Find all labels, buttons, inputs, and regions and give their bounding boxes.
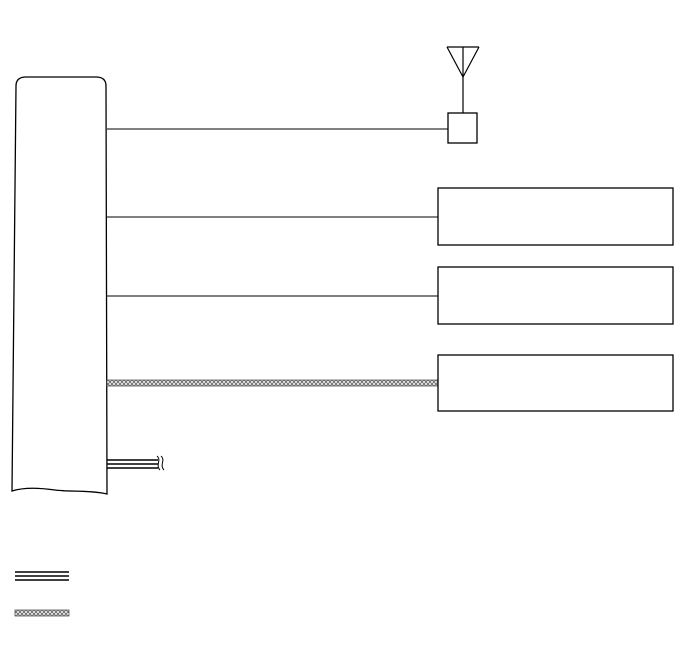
connection-box-3-shielded	[106, 379, 439, 387]
antenna-module	[447, 112, 478, 144]
legend	[14, 571, 70, 617]
main-unit	[11, 76, 108, 495]
legend-shielded	[14, 609, 70, 617]
break-mark-icon	[156, 455, 165, 471]
unit-box-2	[437, 266, 674, 325]
double-bus-connection	[107, 455, 165, 471]
unit-box-3	[437, 354, 674, 412]
antenna-icon	[446, 46, 480, 113]
unit-box-1	[437, 187, 674, 246]
legend-double-bus	[15, 571, 69, 581]
